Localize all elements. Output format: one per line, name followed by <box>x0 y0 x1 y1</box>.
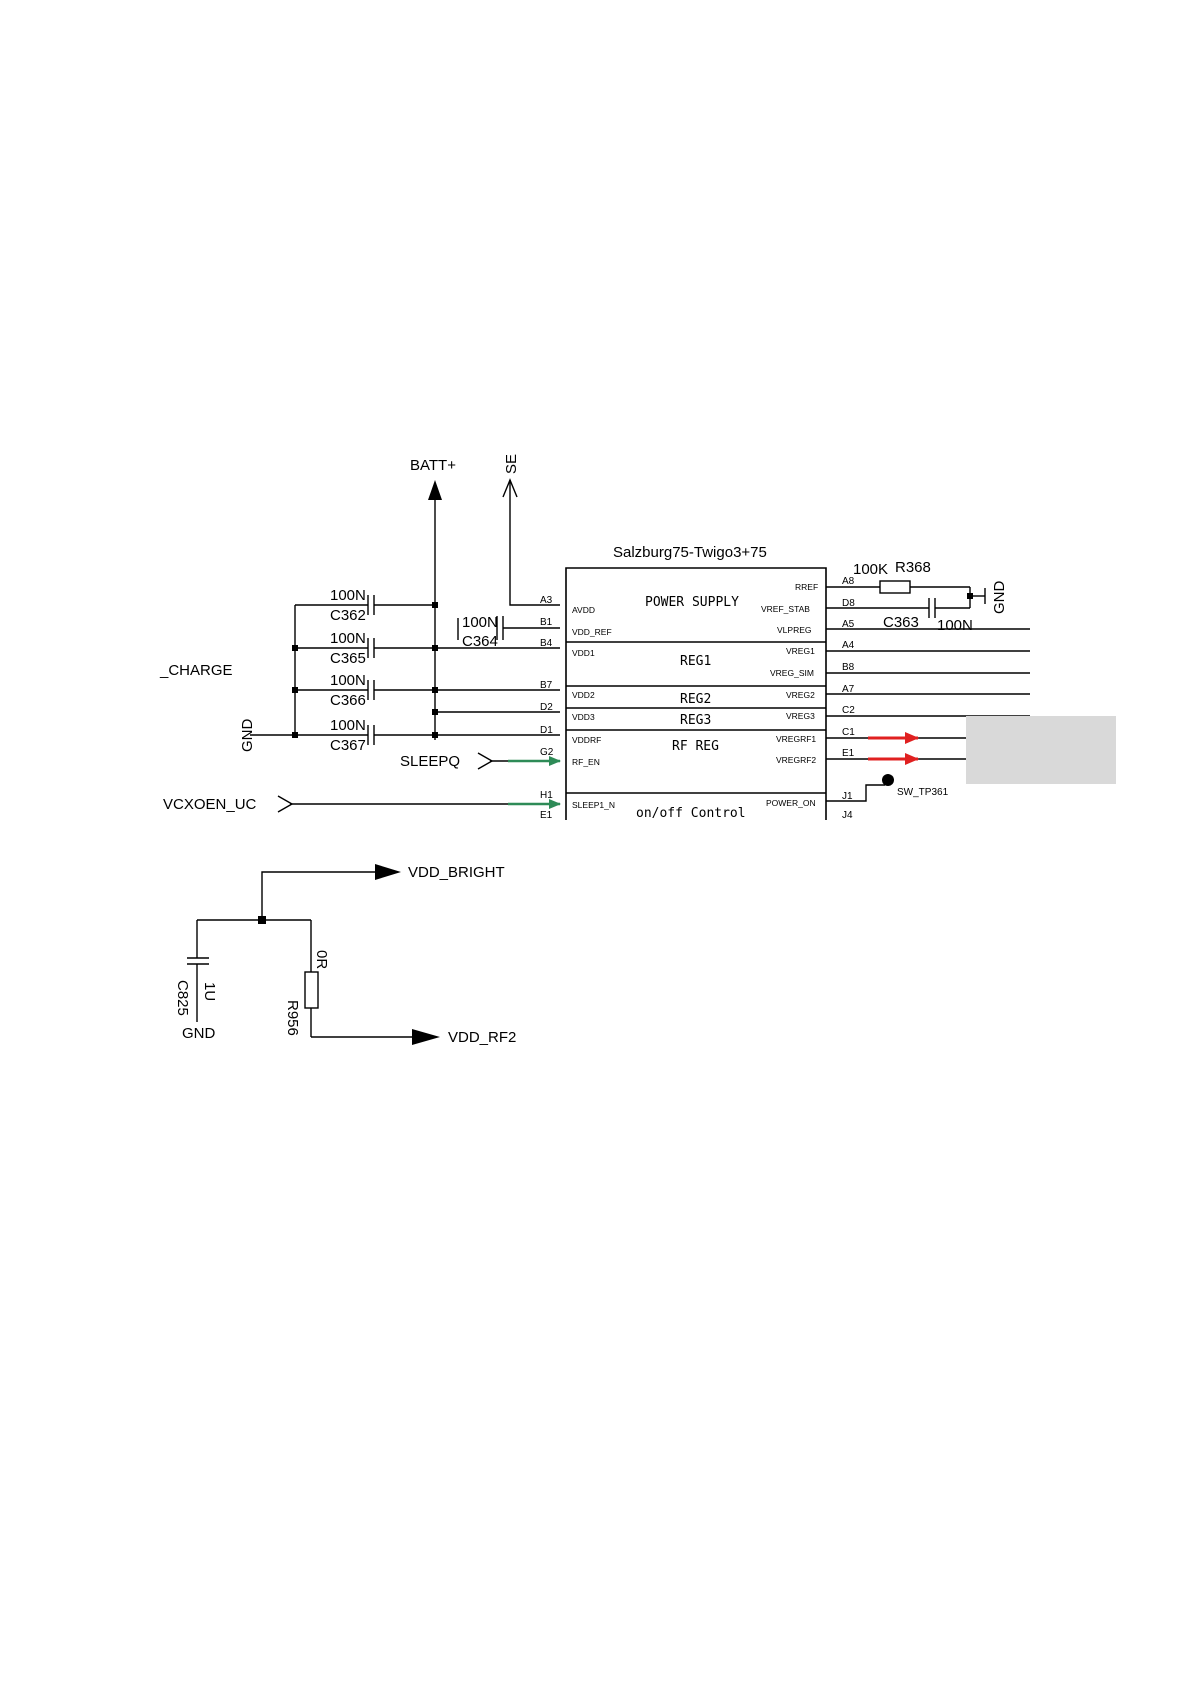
pin-num-h1: H1 <box>540 790 553 801</box>
power-management-schematic: BATT+ SE GND 100N C362 100N C365 <box>159 454 1116 821</box>
pin-name-avdd: AVDD <box>572 605 595 615</box>
vcxoen-input-arrow-icon <box>277 795 294 813</box>
pin-num-j4: J4 <box>842 810 853 821</box>
vcxoen-label: VCXOEN_UC <box>163 796 257 813</box>
r368-value: 100K <box>853 561 888 578</box>
pin-name-power-on: POWER_ON <box>766 798 816 808</box>
pin-num-a8: A8 <box>842 576 855 587</box>
pin-name-vregrf2: VREGRF2 <box>776 755 816 765</box>
batt-label: BATT+ <box>410 457 456 474</box>
pin-name-vdd3: VDD3 <box>572 712 595 722</box>
pin-name-rf-en: RF_EN <box>572 757 600 767</box>
pin-name-sleep1-n: SLEEP1_N <box>572 800 615 810</box>
left-cap-bank: GND 100N C362 100N C365 100N C366 <box>239 587 438 754</box>
se-net: SE <box>502 454 560 606</box>
r956-ref: R956 <box>284 1000 301 1036</box>
c363-ref: C363 <box>883 614 919 631</box>
c367-value: 100N <box>330 717 366 734</box>
pin-name-vdd1: VDD1 <box>572 648 595 658</box>
pmic-chip: Salzburg75-Twigo3+75 POWER SUPPLY REG1 R… <box>540 544 855 821</box>
vdd-bright-label: VDD_BRIGHT <box>408 864 505 881</box>
block-rf-reg: RF REG <box>672 739 719 754</box>
pin-num-c2: C2 <box>842 705 855 716</box>
block-reg2: REG2 <box>680 692 711 707</box>
c825-gnd-label: GND <box>182 1025 216 1042</box>
pin-num-a7: A7 <box>842 684 855 695</box>
gnd-right-label: GND <box>991 581 1008 615</box>
pin-num-b8: B8 <box>842 662 855 673</box>
c366-ref: C366 <box>330 692 366 709</box>
pin-name-vreg2: VREG2 <box>786 690 815 700</box>
pin-num-b1: B1 <box>540 617 553 628</box>
pin-name-vregrf1: VREGRF1 <box>776 734 816 744</box>
pin-num-d2: D2 <box>540 702 553 713</box>
pin-num-b7: B7 <box>540 680 553 691</box>
block-reg1: REG1 <box>680 654 711 669</box>
pin-num-b4: B4 <box>540 638 553 649</box>
c366-value: 100N <box>330 672 366 689</box>
vdd-rf2-arrow-icon <box>412 1029 440 1045</box>
pin-name-vdd-ref: VDD_REF <box>572 627 612 637</box>
sleepq-label: SLEEPQ <box>400 753 460 770</box>
pin-name-vdd2: VDD2 <box>572 690 595 700</box>
sleepq-input-arrow-icon <box>477 752 494 770</box>
batt-net: BATT+ <box>410 457 456 740</box>
se-label: SE <box>503 454 520 474</box>
pin-num-d8: D8 <box>842 598 855 609</box>
pin-name-vreg1: VREG1 <box>786 646 815 656</box>
batt-arrow-icon <box>428 480 442 500</box>
c364: 100N C364 <box>457 614 560 650</box>
sleepq-net: SLEEPQ <box>400 752 561 770</box>
c362-value: 100N <box>330 587 366 604</box>
right-wiring: 100K R368 C363 100N GND <box>826 559 1116 802</box>
c825-ref: C825 <box>174 980 191 1016</box>
pin-num-j1: J1 <box>842 791 853 802</box>
sw-tp361-label: SW_TP361 <box>897 787 949 798</box>
pin-num-d1: D1 <box>540 725 553 736</box>
charge-label: _CHARGE <box>159 662 233 679</box>
pin-num-c1: C1 <box>842 727 855 738</box>
c367-ref: C367 <box>330 737 366 754</box>
chip-title: Salzburg75-Twigo3+75 <box>613 544 767 561</box>
vcxoen-net: VCXOEN_UC <box>163 795 561 813</box>
c365-ref: C365 <box>330 650 366 667</box>
c365-value: 100N <box>330 630 366 647</box>
pin-num-e1-left: E1 <box>540 810 553 821</box>
r956-resistor <box>304 971 319 1009</box>
pin-num-e1-right: E1 <box>842 748 855 759</box>
pin-name-vlpreg: VLPREG <box>777 625 812 635</box>
pin-num-a4: A4 <box>842 640 855 651</box>
block-reg3: REG3 <box>680 713 711 728</box>
pin-num-g2: G2 <box>540 747 554 758</box>
block-power-supply: POWER SUPPLY <box>645 595 739 610</box>
vdd-bright-arrow-icon <box>375 864 401 880</box>
c364-value: 100N <box>462 614 498 631</box>
gray-redaction-box <box>966 716 1116 784</box>
pin-name-rref: RREF <box>795 582 818 592</box>
se-arrow-icon <box>502 478 518 498</box>
gnd-left-label: GND <box>239 719 256 753</box>
c362-ref: C362 <box>330 607 366 624</box>
sw-tp361-testpoint-icon <box>882 774 894 786</box>
pin-num-a3: A3 <box>540 595 553 606</box>
vdd-rf2-label: VDD_RF2 <box>448 1029 516 1046</box>
block-onoff: on/off Control <box>636 806 746 821</box>
c825-value: 1U <box>201 982 218 1001</box>
pin-name-vreg-sim: VREG_SIM <box>770 668 814 678</box>
r368-resistor <box>879 580 911 594</box>
vdd-bright-schematic: VDD_BRIGHT C825 1U GND 0R R956 VDD_RF2 <box>174 864 516 1046</box>
r956-value: 0R <box>313 950 330 969</box>
c363-value: 100N <box>937 617 973 634</box>
c364-ref: C364 <box>462 633 498 650</box>
pin-num-a5: A5 <box>842 619 855 630</box>
r368-ref: R368 <box>895 559 931 576</box>
pin-name-vreg3: VREG3 <box>786 711 815 721</box>
pin-name-vref-stab: VREF_STAB <box>761 604 810 614</box>
pin-name-vddrf: VDDRF <box>572 735 601 745</box>
